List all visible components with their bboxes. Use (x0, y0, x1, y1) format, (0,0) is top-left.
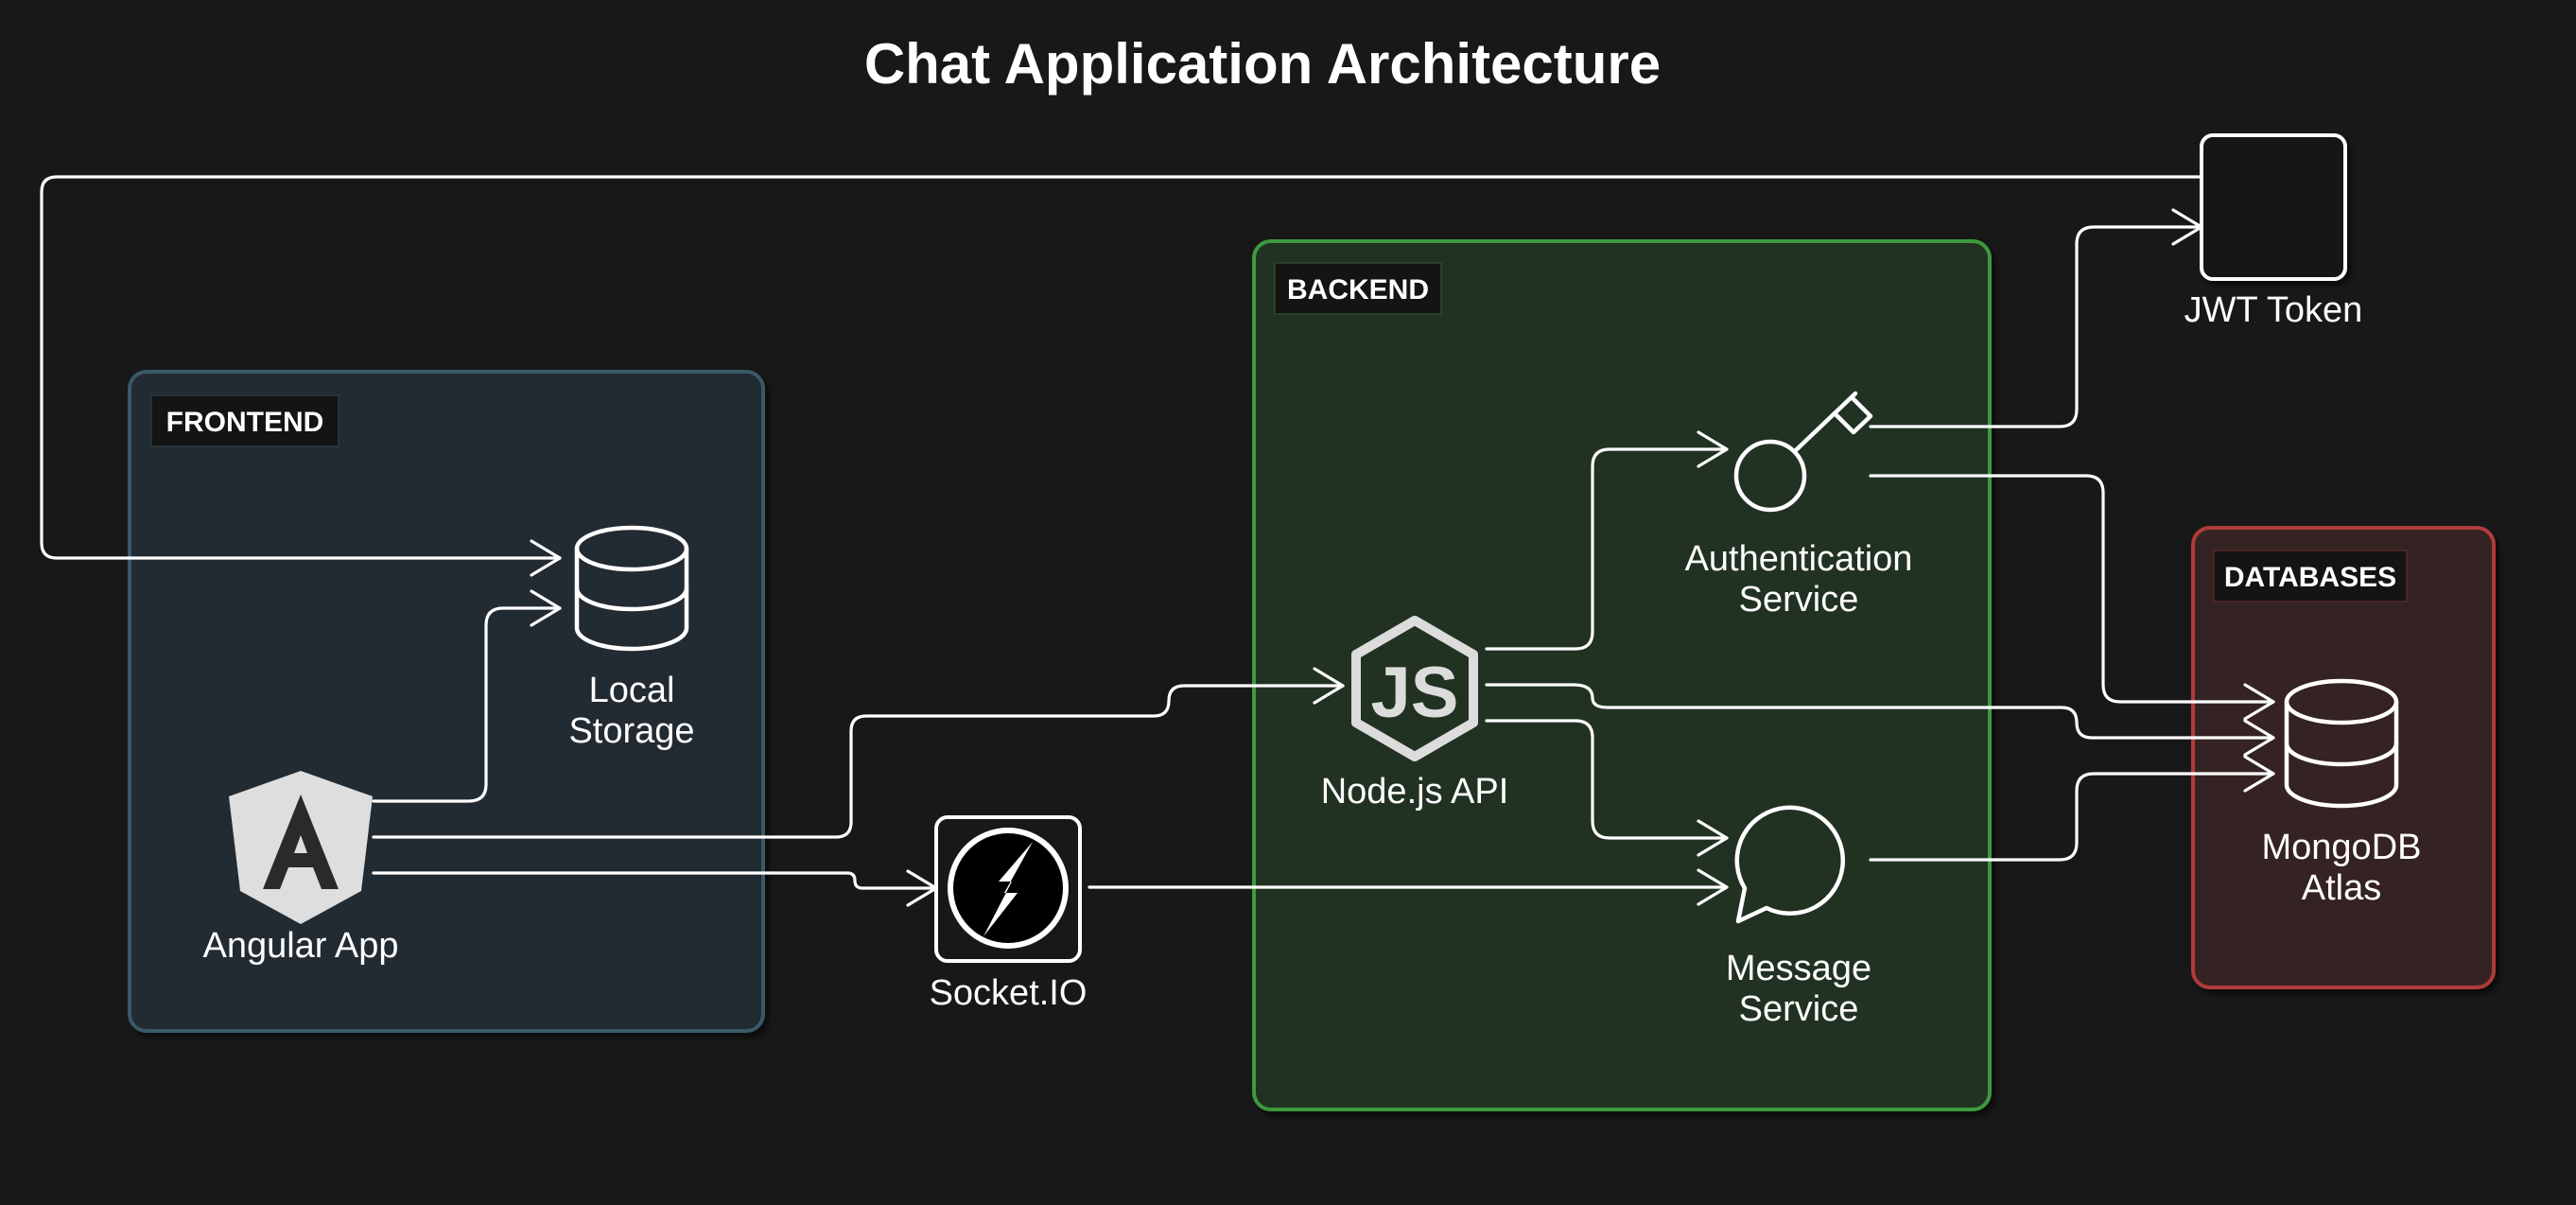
edge-angular-to-nodejs (372, 667, 1345, 839)
nodejs-logo-icon: JS (1351, 616, 1478, 761)
authentication-service-label-line1: Authentication (1685, 539, 1913, 579)
edge-angular-to-local-storage (372, 589, 562, 803)
authentication-service-label-line2: Service (1739, 580, 1859, 620)
backend-label-box (1274, 262, 1442, 315)
edge-nodejs-to-mongodb (1485, 683, 2275, 757)
authentication-service-node[interactable]: Authentication Service (1685, 391, 1913, 620)
diagram-title: Chat Application Architecture (864, 32, 1661, 96)
database-icon (2284, 678, 2399, 809)
edge-message-to-mongodb (1869, 755, 2275, 862)
backend-container (1252, 239, 1992, 1111)
local-storage-label-line2: Storage (568, 711, 694, 751)
mongodb-atlas-label-line2: Atlas (2302, 868, 2381, 908)
nodejs-js-glyph: JS (1371, 653, 1459, 733)
edge-nodejs-to-message (1485, 719, 1729, 857)
local-storage-node[interactable]: Local Storage (568, 525, 695, 751)
nodejs-api-label: Node.js API (1321, 772, 1509, 812)
edge-nodejs-to-auth (1485, 430, 1729, 651)
frontend-label-box (150, 394, 339, 447)
databases-container (2191, 526, 2496, 989)
edge-socketio-to-message (1088, 868, 1729, 906)
angular-logo-icon (229, 771, 373, 924)
jwt-token-node[interactable]: JWT Token (2184, 133, 2363, 330)
databases-label-box (2213, 550, 2408, 602)
key-icon (1733, 391, 1873, 513)
socket-io-logo-icon (948, 828, 1069, 949)
databases-group: DATABASES (2191, 526, 2496, 989)
jwt-token-box (2200, 133, 2347, 281)
backend-group: BACKEND (1252, 239, 1992, 1111)
databases-label: DATABASES (2224, 562, 2396, 593)
socket-io-label: Socket.IO (930, 973, 1088, 1013)
local-storage-label-line1: Local (589, 671, 675, 710)
chat-bubble-icon (1734, 805, 1845, 924)
edge-jwt-to-local-storage (40, 175, 2203, 577)
message-service-label-line1: Message (1726, 949, 1871, 988)
angular-app-node[interactable]: Angular App (202, 771, 399, 966)
socket-io-node[interactable]: Socket.IO (930, 815, 1088, 1013)
angular-app-label: Angular App (202, 926, 398, 966)
backend-label: BACKEND (1287, 274, 1429, 306)
message-service-node[interactable]: Message Service (1726, 805, 1871, 1029)
edges (40, 175, 2275, 907)
mongodb-atlas-label-line1: MongoDB (2262, 828, 2422, 867)
nodejs-api-node[interactable]: JS Node.js API (1321, 616, 1509, 812)
edge-auth-to-mongodb (1869, 474, 2275, 721)
frontend-label: FRONTEND (166, 407, 324, 438)
mongodb-atlas-node[interactable]: MongoDB Atlas (2262, 678, 2422, 908)
socket-io-frame (934, 815, 1082, 963)
message-service-label-line2: Service (1739, 989, 1859, 1029)
database-icon (574, 525, 689, 652)
jwt-token-label: JWT Token (2184, 290, 2363, 330)
